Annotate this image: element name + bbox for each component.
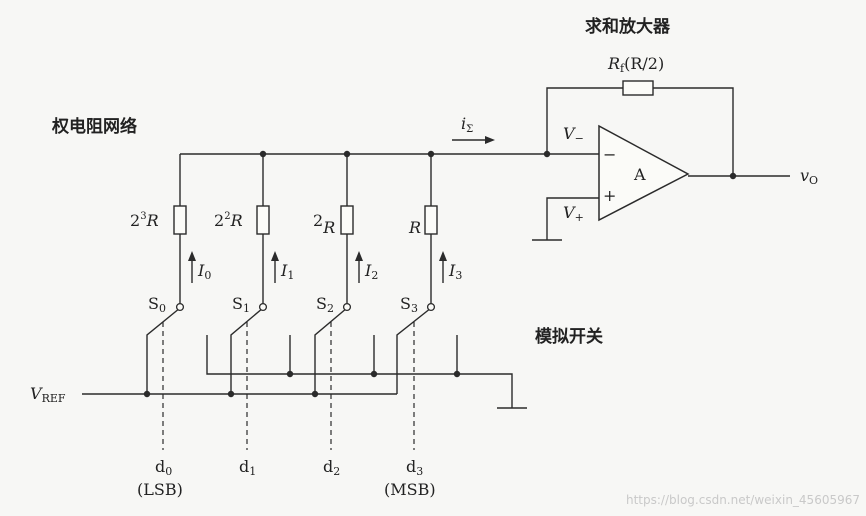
ground-junction-3 bbox=[453, 370, 461, 378]
switch-label-0: S0 bbox=[148, 294, 166, 315]
ground-junction-2 bbox=[370, 370, 378, 378]
current-sum-arrow: iΣ bbox=[452, 114, 495, 144]
vminus-label: V− bbox=[563, 124, 584, 145]
digit-label-2: d2 bbox=[323, 457, 340, 478]
ground-bus bbox=[206, 335, 527, 409]
watermark: https://blog.csdn.net/weixin_45605967 bbox=[625, 493, 860, 507]
current-label-2: I2 bbox=[364, 261, 378, 282]
resistor-label-0: 23R bbox=[130, 211, 159, 230]
op-amp: A − + V− V+ bbox=[563, 124, 690, 224]
feedback-resistor: Rf(R/2) bbox=[546, 54, 734, 176]
branch-0: 23R I0 bbox=[130, 154, 211, 305]
lsb-label: (LSB) bbox=[137, 480, 183, 499]
branch-2: 2R I2 bbox=[313, 154, 378, 305]
switch-0: S0 bbox=[143, 294, 185, 398]
op-amp-plus-sign: + bbox=[603, 186, 616, 205]
bus-junction-1 bbox=[259, 150, 267, 158]
amplifier-title: 求和放大器 bbox=[585, 16, 671, 37]
branch-1: 22R I1 bbox=[214, 154, 294, 305]
switch-label-1: S1 bbox=[232, 294, 250, 315]
bus-junction-2 bbox=[343, 150, 351, 158]
network-title: 权电阻网络 bbox=[51, 116, 137, 137]
switches-title: 模拟开关 bbox=[535, 326, 603, 347]
op-amp-minus-sign: − bbox=[603, 145, 616, 164]
feedback-resistor-label: Rf(R/2) bbox=[607, 54, 664, 75]
current-sum-label: iΣ bbox=[461, 114, 473, 135]
vplus-label: V+ bbox=[563, 203, 584, 224]
current-label-0: I0 bbox=[197, 261, 211, 282]
output-label: vO bbox=[800, 166, 818, 187]
switch-1: S1 bbox=[227, 294, 268, 398]
ground-contacts bbox=[289, 335, 458, 374]
resistor-label-3: R bbox=[408, 218, 421, 237]
resistor-label-1: 22R bbox=[214, 211, 243, 230]
switch-3: S3 bbox=[396, 294, 436, 394]
msb-label: (MSB) bbox=[384, 480, 436, 499]
resistor-label-2: 2R bbox=[313, 211, 335, 237]
switch-label-3: S3 bbox=[400, 294, 418, 315]
junction-vminus bbox=[543, 150, 551, 158]
junction-output bbox=[729, 172, 737, 180]
ground-junction-1 bbox=[286, 370, 294, 378]
current-label-3: I3 bbox=[448, 261, 462, 282]
vplus-ground bbox=[532, 197, 599, 241]
vref-label: VREF bbox=[30, 384, 66, 405]
digit-label-3: d3 bbox=[406, 457, 423, 478]
op-amp-name: A bbox=[633, 165, 646, 184]
bus-junction-3 bbox=[427, 150, 435, 158]
digit-label-0: d0 bbox=[155, 457, 172, 478]
switch-2: S2 bbox=[311, 294, 352, 398]
current-label-1: I1 bbox=[280, 261, 294, 282]
switch-label-2: S2 bbox=[316, 294, 334, 315]
branch-3: R I3 bbox=[408, 154, 462, 305]
digit-label-1: d1 bbox=[239, 457, 256, 478]
